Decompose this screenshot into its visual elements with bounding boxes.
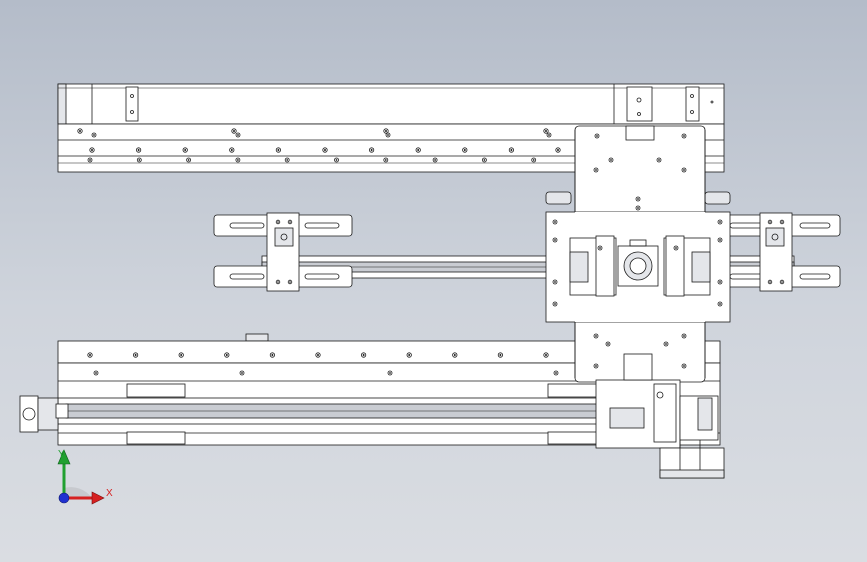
x-axis-arrow-icon xyxy=(91,491,105,505)
y-axis-label: Y xyxy=(58,449,65,460)
top-rail-assembly xyxy=(57,83,725,173)
cross-shaft-assembly xyxy=(213,191,841,292)
x-axis-label: X xyxy=(106,488,113,499)
coordinate-triad: X Y xyxy=(57,449,113,505)
fastener-pattern xyxy=(77,128,785,376)
carriage-plate xyxy=(545,125,731,479)
z-axis-dot-icon xyxy=(58,492,70,504)
y-axis-arrow-icon xyxy=(57,449,71,465)
